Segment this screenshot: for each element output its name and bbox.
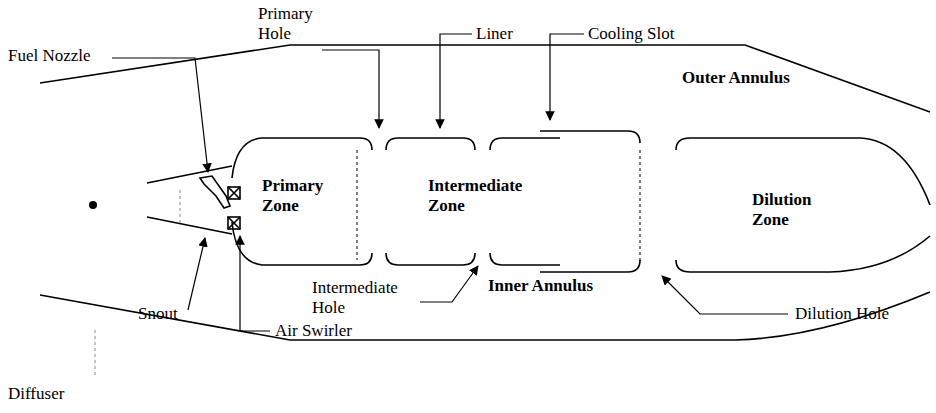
liner-wall bbox=[676, 236, 930, 272]
cooling-slot-lip bbox=[540, 260, 640, 272]
liner-wall bbox=[490, 253, 560, 265]
leader-line bbox=[550, 34, 584, 120]
leader-line bbox=[662, 276, 788, 314]
air-swirler bbox=[228, 187, 240, 229]
part-label: Fuel Nozzle bbox=[8, 46, 91, 66]
liner-wall bbox=[386, 138, 475, 150]
outer-casing bbox=[40, 45, 930, 112]
leader-line bbox=[440, 34, 472, 128]
leader-line bbox=[420, 266, 478, 302]
part-label: Intermediate Hole bbox=[312, 278, 412, 319]
region-label: Inner Annulus bbox=[488, 276, 593, 296]
diffuser-mark bbox=[95, 330, 96, 378]
diffuser-dot bbox=[89, 201, 97, 209]
leader-line bbox=[240, 236, 270, 331]
zone-boundary bbox=[640, 150, 641, 262]
snout-wall bbox=[147, 217, 232, 234]
inner-casing bbox=[40, 292, 930, 340]
zone-label: Primary Zone bbox=[262, 176, 342, 217]
liner-wall bbox=[232, 222, 372, 265]
part-label: Air Swirler bbox=[275, 321, 352, 341]
zone-boundary bbox=[357, 150, 358, 260]
snout-wall bbox=[147, 166, 232, 183]
zone-label: Dilution Zone bbox=[752, 190, 837, 231]
part-label: Cooling Slot bbox=[588, 24, 674, 44]
part-label: Diffuser bbox=[8, 384, 64, 404]
liner-wall bbox=[490, 138, 560, 150]
liner-wall bbox=[386, 253, 475, 265]
liner-wall bbox=[232, 138, 372, 178]
cooling-slot-lip bbox=[540, 131, 640, 143]
part-label: Dilution Hole bbox=[795, 304, 889, 324]
fuel-nozzle bbox=[200, 176, 230, 208]
region-label: Outer Annulus bbox=[682, 68, 790, 88]
centerline-mark bbox=[180, 190, 181, 225]
zone-label: Intermediate Zone bbox=[428, 176, 533, 217]
part-label: Snout bbox=[138, 304, 178, 324]
leader-line bbox=[322, 50, 379, 128]
part-label: Primary Hole bbox=[258, 4, 320, 45]
leader-line bbox=[112, 58, 208, 172]
leader-line bbox=[188, 238, 205, 310]
part-label: Liner bbox=[476, 24, 513, 44]
